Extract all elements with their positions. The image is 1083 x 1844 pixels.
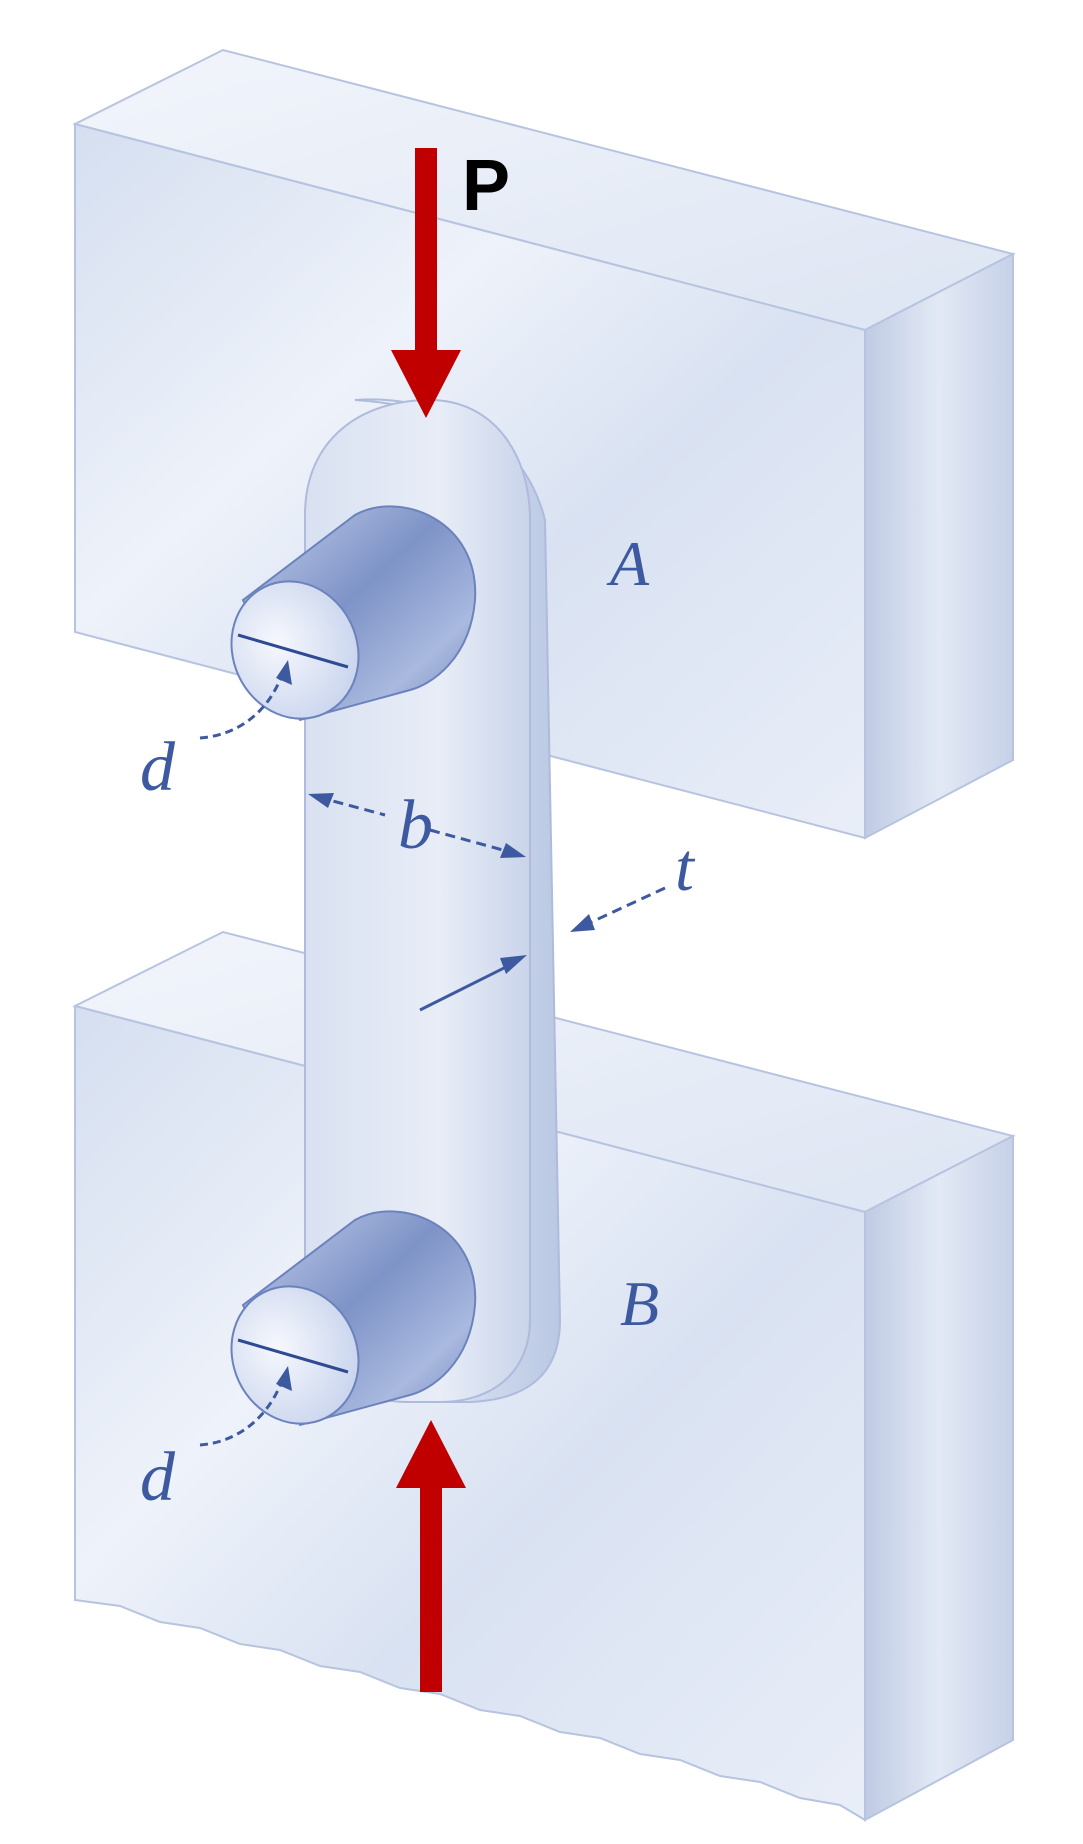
- upper-pin: [230, 505, 477, 722]
- lower-pin: [230, 1210, 477, 1427]
- width-label: b: [398, 787, 433, 864]
- pin-diameter-label-lower: d: [140, 1439, 176, 1516]
- lower-pin-diameter-line: [237, 1338, 349, 1374]
- bracket-label-a: A: [606, 528, 650, 599]
- pin-diameter-label-upper: d: [140, 729, 176, 806]
- upper-pin-diameter-line: [237, 633, 349, 669]
- lower-bracket-side: [864, 1134, 1014, 1822]
- b-right-leader: [429, 828, 511, 854]
- thickness-label: t: [675, 829, 696, 905]
- b-left-leader: [317, 795, 386, 817]
- t-lower-leader: [419, 963, 511, 1012]
- dimension-arrows: [199, 660, 666, 1447]
- force-arrow-top-head: [391, 350, 461, 418]
- force-arrow-bottom-shaft: [420, 1486, 442, 1692]
- b-right-arrowhead: [500, 843, 526, 858]
- force-arrow-top: [391, 148, 461, 418]
- force-arrow-bottom: [396, 1420, 466, 1692]
- d-upper-leader: [199, 671, 285, 740]
- b-left-arrowhead: [308, 793, 334, 808]
- lower-bracket-face: [74, 1004, 866, 1822]
- t-upper-arrowhead: [570, 914, 595, 932]
- d-lower-leader: [199, 1377, 285, 1447]
- t-upper-leader: [584, 886, 666, 927]
- t-lower-arrowhead: [500, 955, 527, 974]
- force-label: P: [462, 146, 510, 226]
- d-lower-arrowhead: [276, 1366, 292, 1391]
- force-arrow-bottom-head: [396, 1420, 466, 1488]
- upper-bracket-side: [864, 252, 1014, 840]
- lower-pin-end: [230, 1285, 360, 1425]
- bracket-label-b: B: [620, 1268, 659, 1339]
- d-upper-arrowhead: [276, 660, 292, 685]
- upper-pin-end: [230, 580, 360, 720]
- force-arrow-top-shaft: [415, 148, 437, 356]
